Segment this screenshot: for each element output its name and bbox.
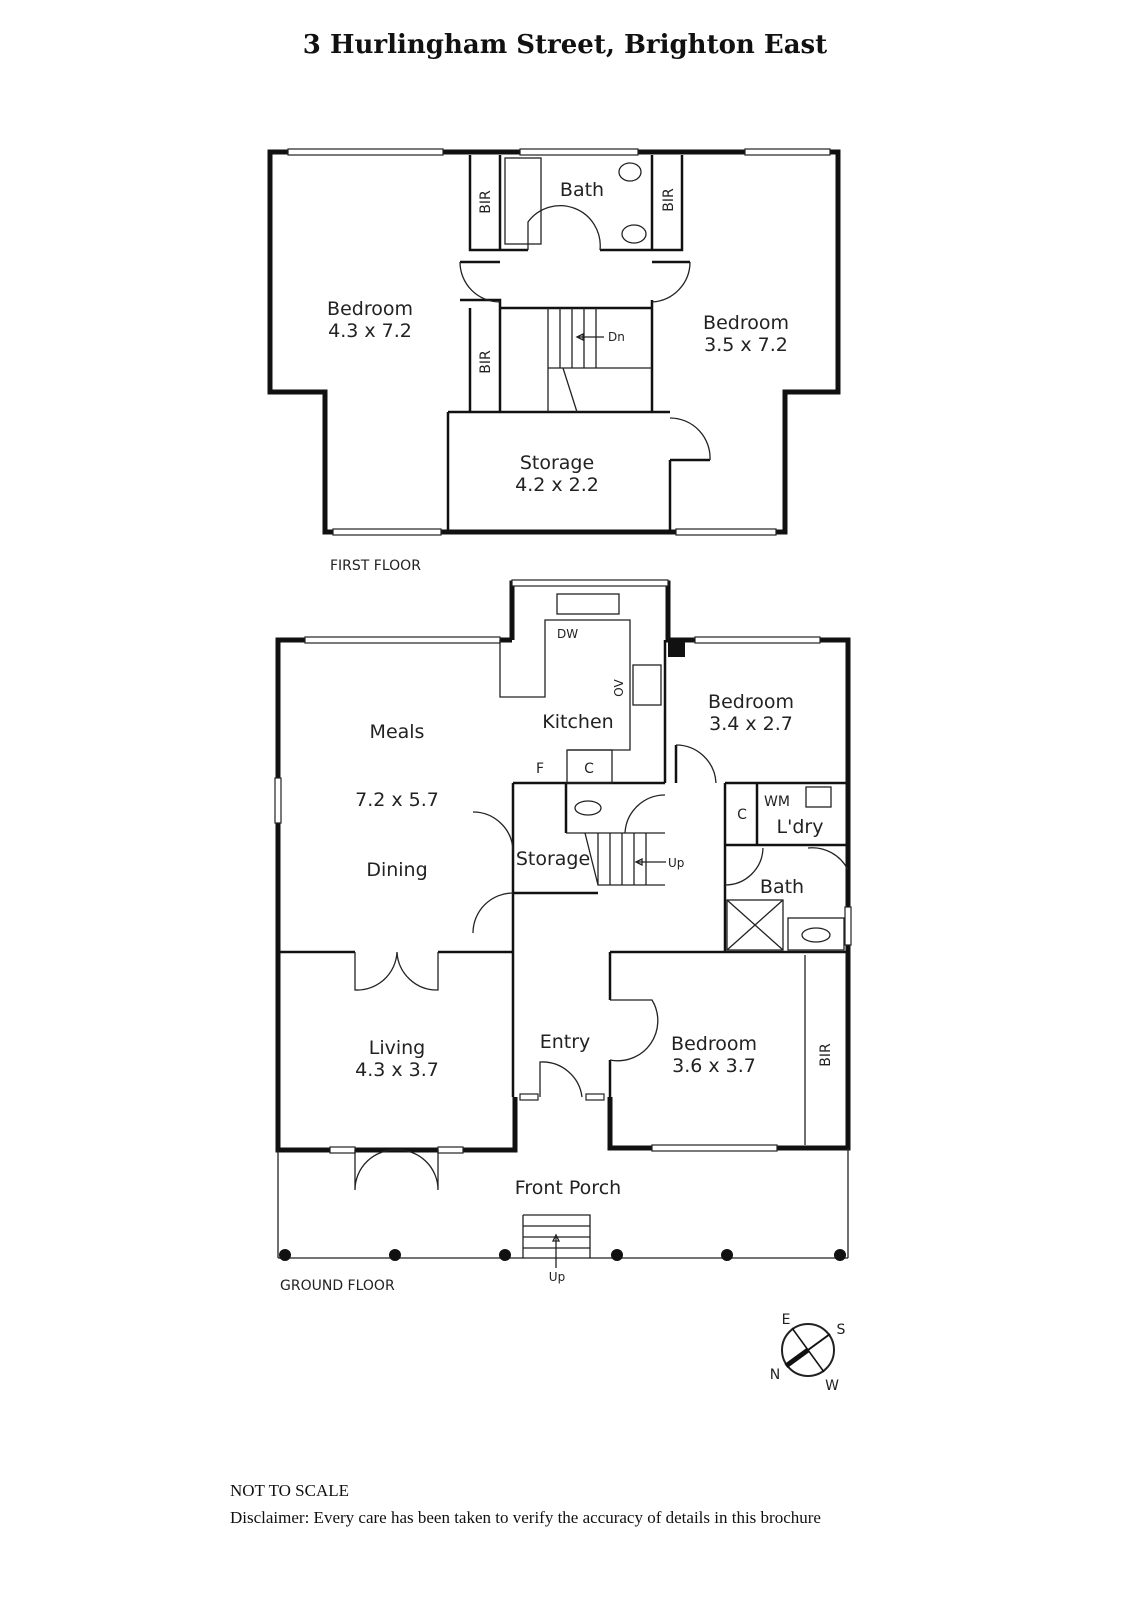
not-to-scale-note: NOT TO SCALE	[230, 1481, 349, 1500]
closet-c	[566, 749, 613, 784]
room-name: Bedroom	[327, 298, 413, 320]
room-size: 4.3 x 3.7	[355, 1059, 439, 1081]
room-name: Bath	[760, 876, 804, 898]
room-name: Front Porch	[515, 1177, 621, 1199]
first-floor-windows	[287, 148, 831, 536]
room-name: Bedroom	[671, 1033, 757, 1055]
room-name: Dining	[366, 859, 427, 881]
stairs-dn-label: Dn	[608, 330, 625, 344]
room-name: Storage	[520, 452, 594, 474]
closet-label: C	[584, 761, 594, 777]
first-floor-label: FIRST FLOOR	[330, 558, 421, 574]
compass-n: N	[770, 1367, 780, 1383]
disclaimer: Disclaimer: Every care has been taken to…	[230, 1508, 821, 1527]
compass-w: W	[825, 1378, 839, 1394]
basin-icon	[621, 224, 647, 244]
room-name: Entry	[540, 1031, 591, 1053]
room-name: Kitchen	[542, 711, 613, 733]
room-name: L'dry	[777, 816, 824, 838]
stairs-icon	[584, 832, 665, 886]
bir-label: BIR	[478, 190, 494, 214]
basin-icon	[801, 927, 831, 943]
room-size: 4.3 x 7.2	[328, 320, 412, 342]
compass-s: S	[837, 1322, 846, 1338]
stairs-arrow-icon	[634, 857, 666, 867]
porch-steps-icon	[522, 1214, 591, 1268]
stairs-icon	[547, 308, 652, 413]
stairs-arrow-icon	[575, 332, 604, 342]
toilet-icon	[618, 162, 642, 182]
porch-up-label: Up	[549, 1270, 565, 1284]
compass-icon: E S N W	[770, 1312, 846, 1394]
room-size: 4.2 x 2.2	[515, 474, 599, 496]
stairs-up-label: Up	[668, 856, 684, 870]
oven-label: OV	[612, 678, 626, 696]
room-name: Bedroom	[708, 691, 794, 713]
bir-label: BIR	[478, 350, 494, 374]
closet-label: C	[737, 807, 747, 823]
bir-label: BIR	[818, 1043, 834, 1067]
dishwasher-label: DW	[557, 627, 578, 641]
bir-label: BIR	[661, 188, 677, 212]
washing-machine-icon	[805, 786, 832, 808]
room-name: Storage	[516, 848, 590, 870]
porch-posts	[279, 1249, 846, 1261]
room-name: Meals	[370, 721, 425, 743]
bathtub-icon	[504, 157, 542, 245]
room-size: 7.2 x 5.7	[355, 789, 439, 811]
toilet-icon	[574, 800, 602, 816]
fridge-label: F	[536, 761, 544, 777]
first-floor-plan: Dn Bedroom 4.3 x 7.2 Bedroom 3.5 x 7.2 S…	[267, 148, 841, 574]
first-floor-outer-wall	[267, 149, 841, 535]
room-name: Living	[369, 1037, 426, 1059]
washing-machine-label: WM	[764, 794, 790, 810]
ground-floor-plan: Meals 7.2 x 5.7 Dining Kitchen DW OV F C…	[274, 579, 852, 1294]
shower-icon	[726, 899, 784, 951]
compass-e: E	[782, 1312, 791, 1328]
room-name: Bedroom	[703, 312, 789, 334]
room-size: 3.5 x 7.2	[704, 334, 788, 356]
cooktop-icon	[632, 664, 662, 706]
property-title: 3 Hurlingham Street, Brighton East	[303, 30, 827, 60]
chimney	[668, 640, 685, 657]
sink-icon	[556, 593, 620, 615]
room-size: 3.6 x 3.7	[672, 1055, 756, 1077]
ground-floor-label: GROUND FLOOR	[280, 1278, 395, 1294]
room-size: 3.4 x 2.7	[709, 713, 793, 735]
room-name: Bath	[560, 179, 604, 201]
